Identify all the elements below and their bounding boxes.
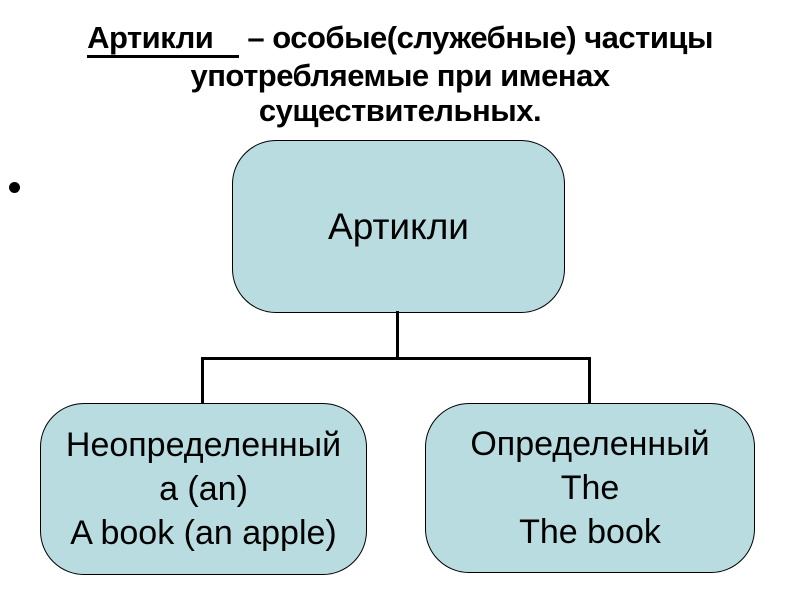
title-line-2: употребляемые при именах (190, 58, 610, 93)
node-line: The book (519, 513, 661, 551)
diagram-root-box: Артикли (232, 140, 565, 313)
connector-stem (396, 311, 399, 358)
connector-left-drop (201, 357, 204, 404)
root-box-label: Артикли (328, 205, 469, 247)
title-line-3: существительных. (258, 93, 542, 128)
node-line: A book (an apple) (70, 514, 337, 552)
node-line: Определенный (470, 425, 710, 463)
diagram-node-indefinite-article: Неопределенный a (an) A book (an apple) (40, 403, 367, 575)
node-line: Неопределенный (65, 426, 342, 464)
title-line-1: Артикли– особые(служебные) частицы (0, 20, 800, 58)
slide-title: Артикли– особые(служебные) частицы употр… (0, 20, 800, 128)
title-line1-rest: – особые(служебные) частицы (247, 20, 713, 55)
connector-crossbar (201, 357, 591, 360)
title-term: Артикли (87, 20, 240, 58)
diagram-node-definite-article: Определенный The The book (425, 403, 755, 573)
node-line: The (560, 469, 620, 507)
node-line: a (an) (159, 470, 248, 508)
connector-right-drop (588, 357, 591, 404)
bullet-point-icon (9, 182, 20, 193)
